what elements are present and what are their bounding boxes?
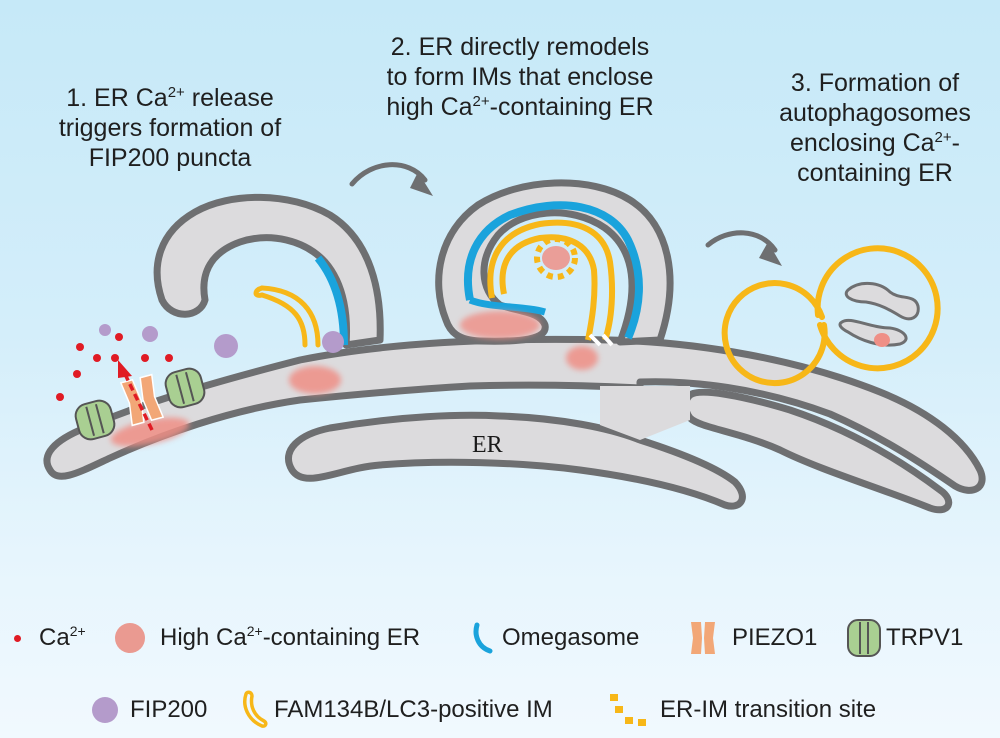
high-ca-er-enclosed	[542, 246, 570, 270]
transition-site-middle	[534, 236, 578, 280]
omegasome-middle	[463, 201, 643, 340]
legend-item-fip200: FIP200	[92, 690, 207, 730]
legend-item-transition-site: ER-IM transition site	[608, 690, 876, 730]
calcium-ions	[56, 333, 173, 401]
high-calcium-er-icon	[115, 623, 145, 653]
step-2-caption: 2. ER directly remodels to form IMs that…	[386, 33, 654, 121]
fip200-icon	[92, 697, 118, 723]
calcium-dot-icon	[14, 634, 21, 642]
omegasome-icon	[473, 622, 493, 654]
piezo1-icon	[691, 622, 715, 654]
er-arch-left	[153, 193, 384, 349]
trpv1-channel-left	[74, 399, 116, 441]
er-arch-middle	[435, 179, 674, 370]
legend-item-trpv1: TRPV1	[846, 618, 963, 658]
process-arrow-1	[349, 162, 433, 196]
omegasome-left	[314, 255, 348, 346]
legend-item-calcium: Ca2+	[14, 618, 86, 658]
step-3-caption: 3. Formation of autophagosomes enclosing…	[779, 69, 971, 187]
fip200	[142, 326, 158, 342]
ca-release-arrow	[118, 360, 154, 431]
enclosed-er-fragment	[838, 318, 908, 347]
high-ca-er-left	[289, 366, 341, 394]
enclosed-er-fragment	[844, 282, 920, 321]
trpv1-channel-right	[164, 367, 206, 409]
er-lower-branch	[285, 411, 746, 510]
legend-row-1: Ca2+ High Ca2+-containing ER Omegasome P…	[0, 618, 1000, 658]
transition-site-icon	[610, 694, 646, 726]
er-autophagy-diagram: ER	[43, 162, 986, 514]
high-ca-er-middle	[460, 311, 540, 339]
piezo1-channel	[119, 373, 165, 427]
er-right-branch	[682, 388, 953, 514]
fip200	[99, 324, 111, 336]
legend-item-high-ca-er: High Ca2+-containing ER	[115, 618, 420, 658]
trpv1-icon	[847, 619, 881, 657]
autophagosome	[721, 245, 941, 387]
legend-item-omegasome: Omegasome	[472, 618, 639, 658]
er-label: ER	[472, 432, 503, 458]
fip200	[214, 334, 238, 358]
legend-row-2: FIP200 FAM134B/LC3-positive IM ER-IM tra…	[0, 690, 1000, 730]
high-ca-er-release	[110, 417, 190, 447]
im-icon	[243, 690, 268, 728]
step-1-caption: 1. ER Ca2+ release triggers formation of…	[58, 84, 282, 172]
fip200-puncta	[322, 331, 344, 353]
im-left	[253, 285, 321, 348]
im-middle	[487, 219, 616, 341]
legend-item-piezo1: PIEZO1	[688, 618, 817, 658]
high-ca-er-middle-2	[566, 346, 598, 370]
legend-item-im: FAM134B/LC3-positive IM	[240, 690, 553, 730]
process-arrow-2	[705, 230, 782, 266]
high-ca-er-enclosed	[874, 333, 890, 347]
